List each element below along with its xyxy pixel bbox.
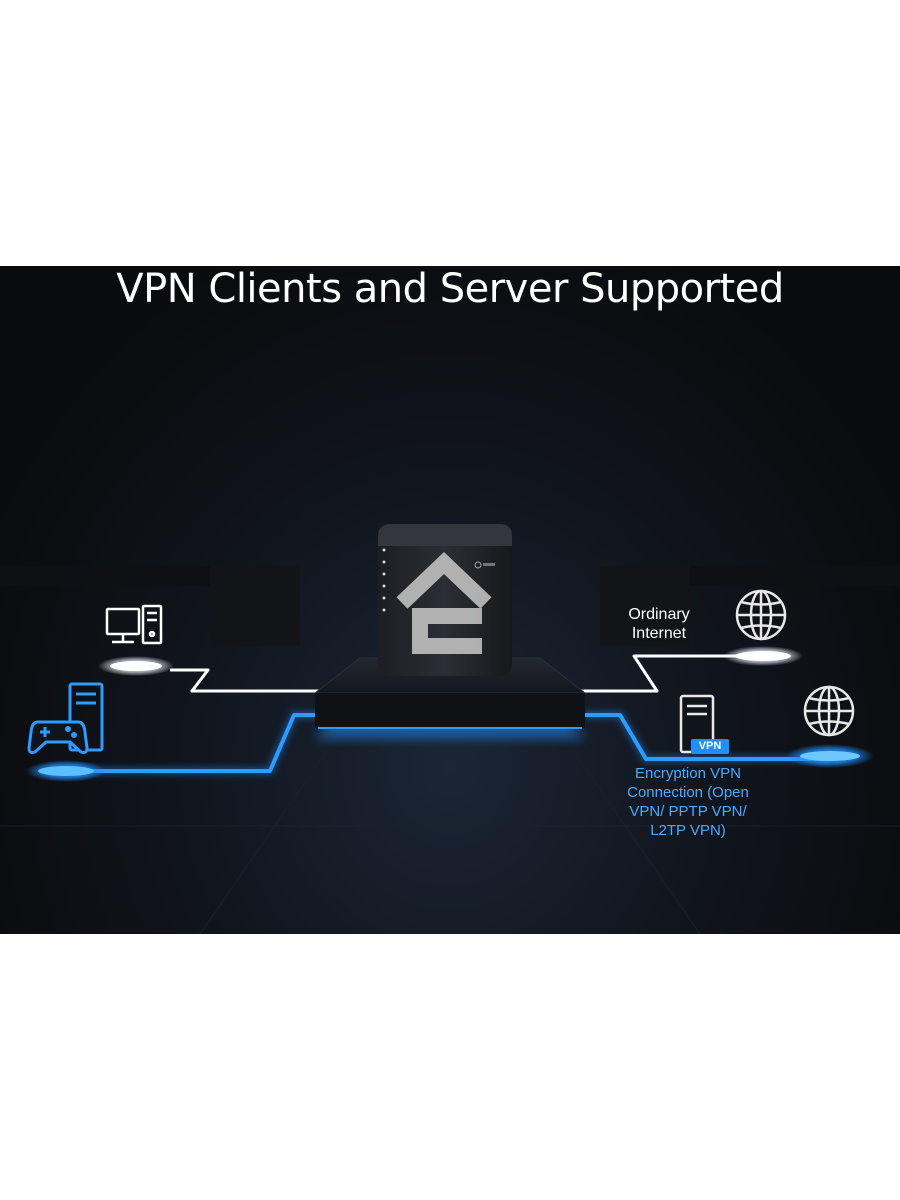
ordinary-internet-label: Ordinary Internet — [628, 606, 690, 642]
vpn-connection-lines — [70, 710, 830, 776]
home-watermark-icon — [396, 551, 492, 654]
globe-icon — [723, 589, 803, 666]
game-controller-pc-icon — [26, 682, 106, 782]
page-title: VPN Clients and Server Supported — [116, 266, 784, 312]
vpn-connection-label: Encryption VPN Connection (Open VPN/ PPT… — [627, 765, 749, 839]
vpn-banner: VPN Clients and Server Supported — [0, 266, 900, 934]
server-icon — [679, 694, 729, 754]
floor-grid — [0, 745, 900, 934]
background-blocks — [0, 566, 900, 646]
network-scene — [0, 524, 900, 934]
globe-icon-vpn — [786, 685, 874, 768]
desktop-computer-icon — [98, 604, 174, 676]
ordinary-connection-lines — [170, 654, 760, 693]
vpn-badge-label: VPN — [698, 740, 722, 752]
